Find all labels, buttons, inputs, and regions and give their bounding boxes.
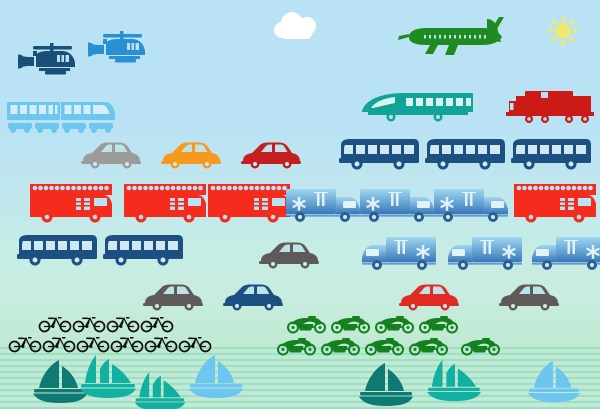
sailboat-schooner-icon	[133, 370, 187, 409]
ambulance-left-icon	[358, 184, 436, 224]
commuter-train-head-icon	[60, 100, 116, 134]
firetruck-icon	[122, 182, 208, 224]
bus-icon	[16, 232, 98, 268]
car-icon	[160, 140, 222, 170]
ambulance-right-icon	[530, 232, 600, 272]
bullet-train-icon	[358, 88, 476, 124]
firetruck-icon	[28, 182, 114, 224]
car-icon	[240, 140, 302, 170]
car-icon	[398, 282, 460, 312]
car-icon	[258, 240, 320, 270]
helicopter-icon	[88, 30, 148, 68]
airplane-icon	[394, 14, 512, 60]
ambulance-right-icon	[360, 232, 438, 272]
bus-icon	[424, 136, 506, 172]
ambulance-left-icon	[284, 184, 362, 224]
bicycle-icon	[144, 333, 178, 353]
motorcycle-icon	[418, 313, 460, 335]
bicycle-icon	[42, 333, 76, 353]
cloud-icon	[272, 10, 328, 42]
bicycle-icon	[76, 333, 110, 353]
firetruck-icon	[512, 182, 598, 224]
bus-icon	[338, 136, 420, 172]
motorcycle-icon	[330, 313, 372, 335]
bicycle-icon	[72, 313, 106, 333]
ambulance-left-icon	[432, 184, 510, 224]
ambulance-right-icon	[446, 232, 524, 272]
car-icon	[80, 140, 142, 170]
bicycle-icon	[140, 313, 174, 333]
sailboat-sloop-icon	[356, 360, 416, 408]
car-icon	[142, 282, 204, 312]
bus-icon	[102, 232, 184, 268]
firetruck-icon	[206, 182, 292, 224]
motorcycle-icon	[286, 313, 328, 335]
bicycle-icon	[178, 333, 212, 353]
bicycle-icon	[106, 313, 140, 333]
sailboat-sloop-icon	[525, 358, 583, 404]
locomotive-icon	[505, 88, 597, 124]
commuter-train-icon	[6, 100, 62, 134]
bicycle-icon	[8, 333, 42, 353]
motorcycle-icon	[320, 335, 362, 357]
bus-icon	[510, 136, 592, 172]
bicycle-icon	[38, 313, 72, 333]
motorcycle-icon	[408, 335, 450, 357]
car-icon	[498, 282, 560, 312]
motorcycle-icon	[276, 335, 318, 357]
sun-icon	[546, 14, 580, 48]
motorcycle-icon	[460, 335, 502, 357]
sailboat-sloop-icon	[186, 352, 246, 400]
sailboat-sloop-icon	[30, 357, 90, 405]
helicopter-icon	[18, 42, 78, 80]
motorcycle-icon	[374, 313, 416, 335]
bicycle-icon	[110, 333, 144, 353]
sailboat-schooner-icon	[425, 358, 483, 404]
car-icon	[222, 282, 284, 312]
motorcycle-icon	[364, 335, 406, 357]
sailboat-schooner-icon	[78, 353, 138, 401]
